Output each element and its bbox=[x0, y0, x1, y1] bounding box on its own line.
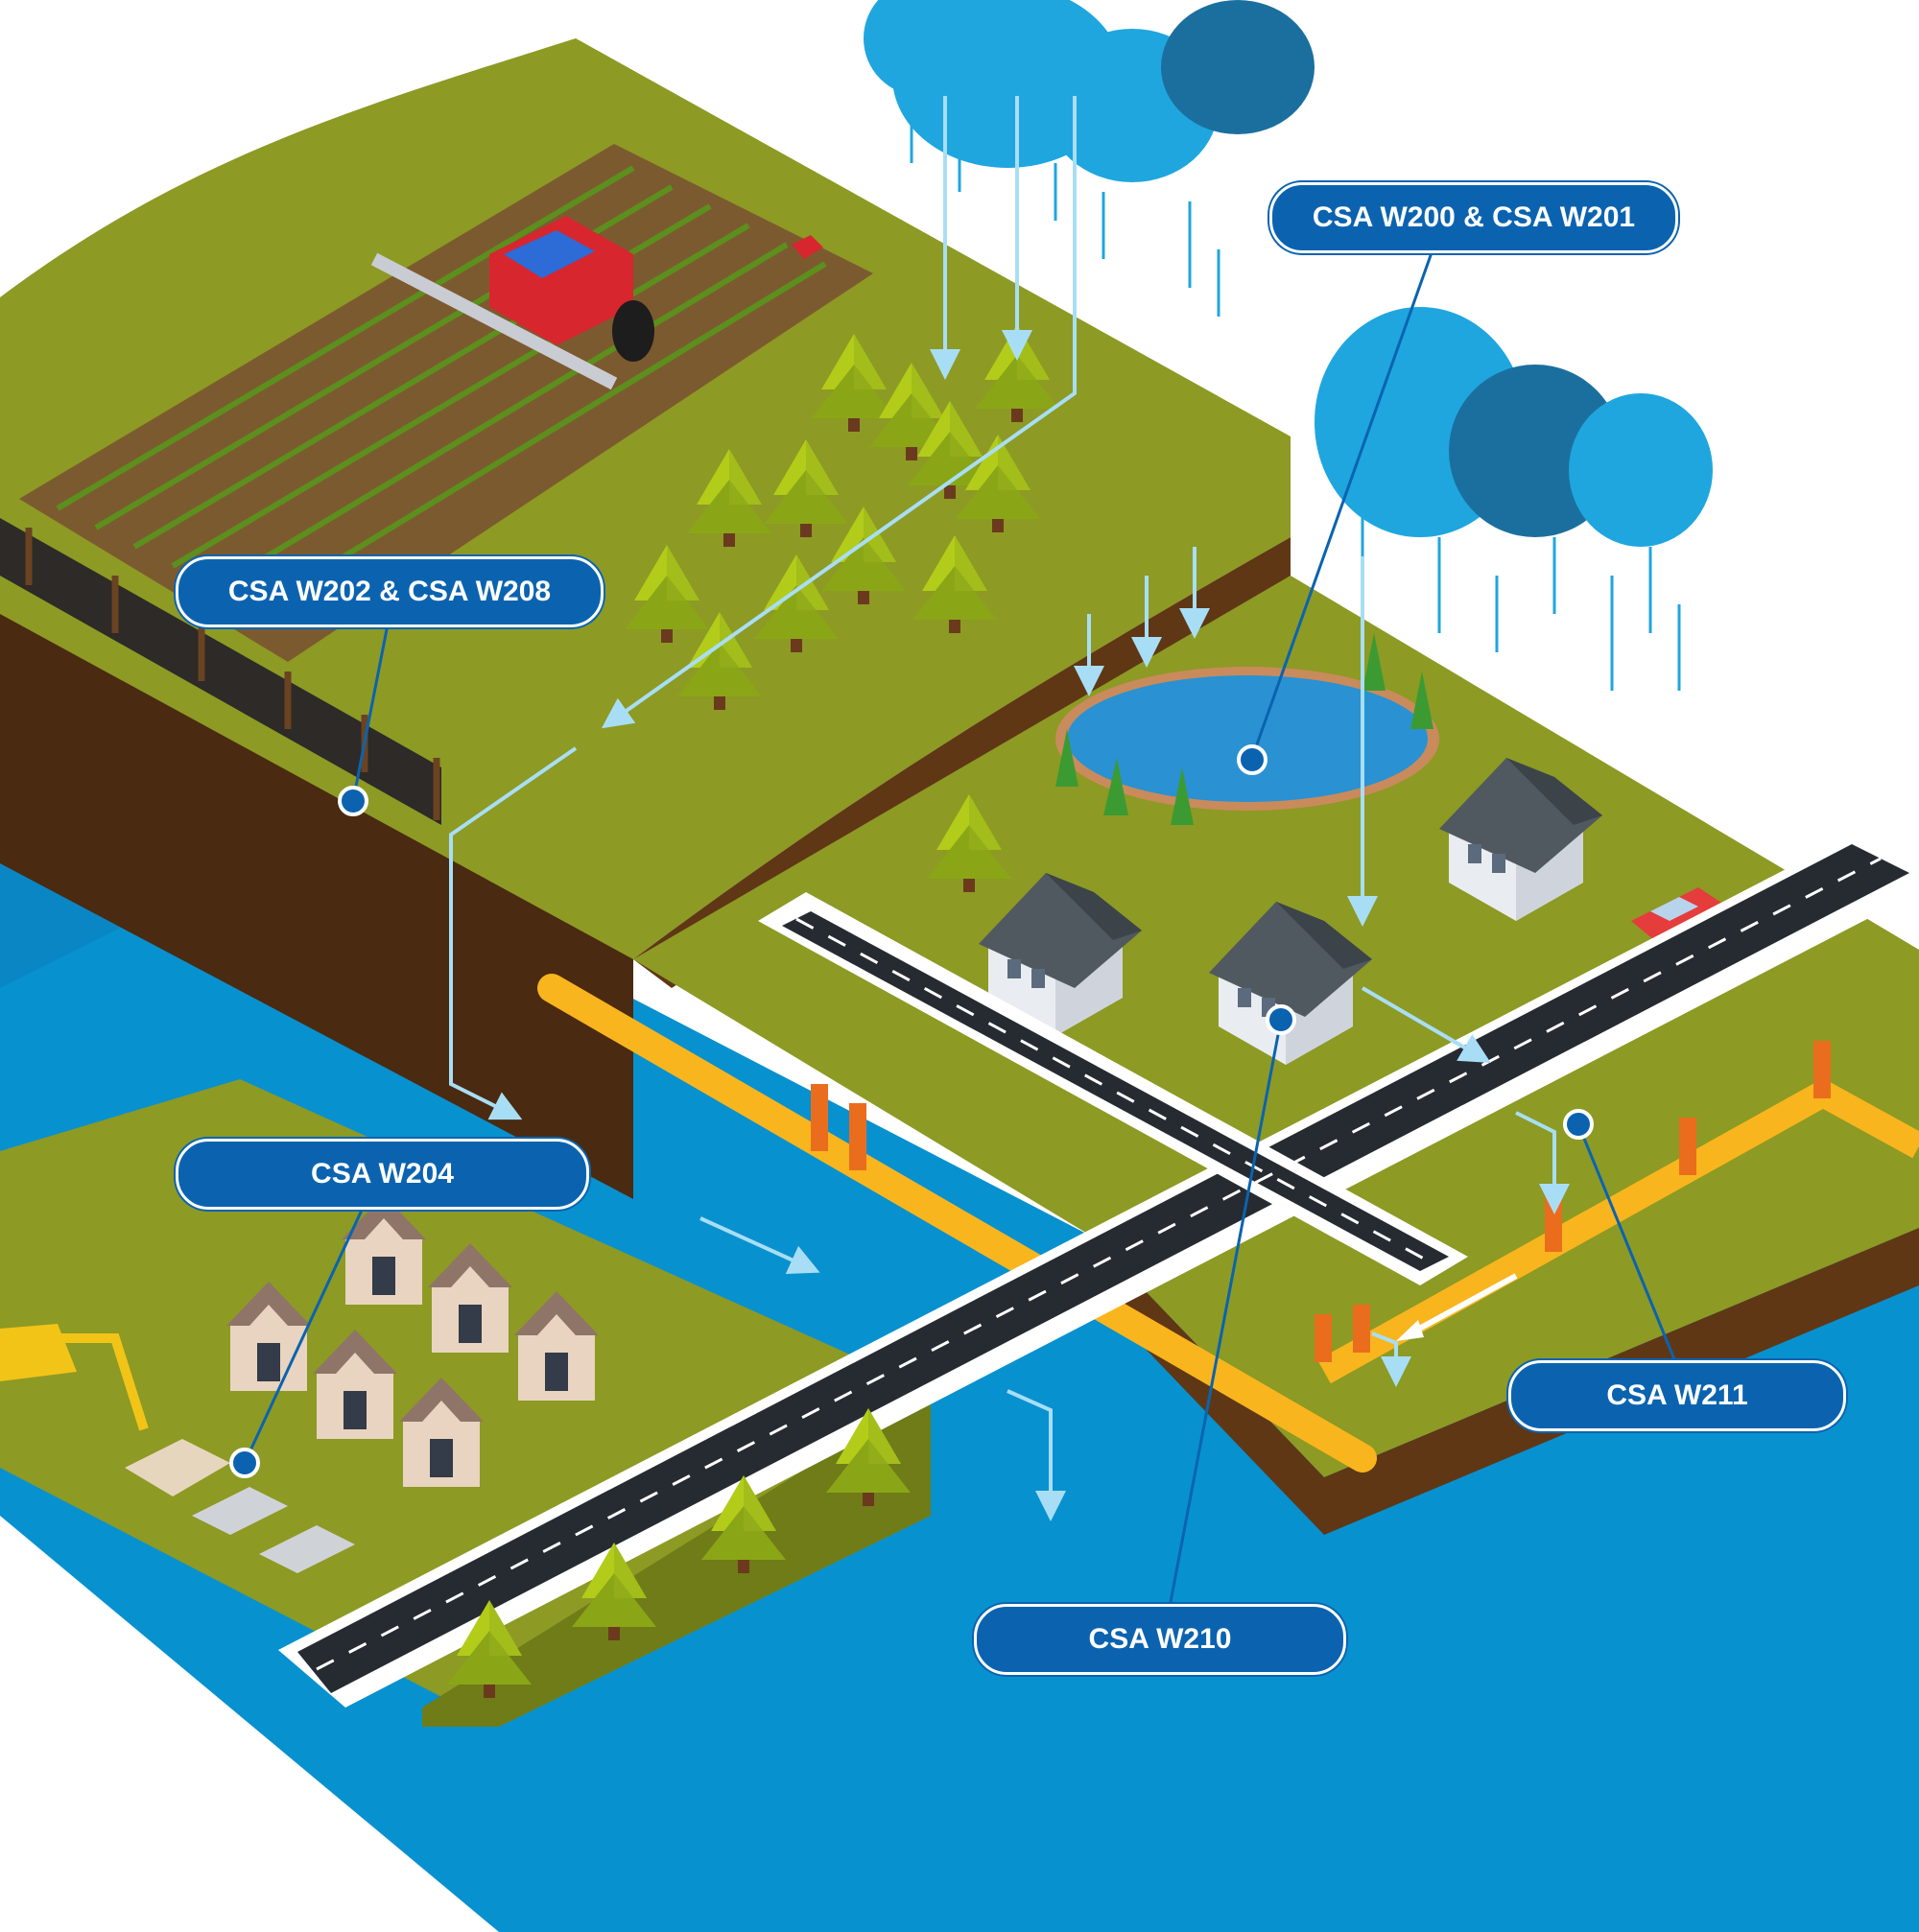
dot-pond bbox=[1237, 744, 1267, 775]
callout-w211[interactable]: CSA W211 bbox=[1508, 1360, 1846, 1431]
flow-arrows bbox=[449, 96, 1570, 1521]
dot-pipe bbox=[1563, 1109, 1594, 1140]
roads bbox=[278, 825, 1919, 1708]
car bbox=[1631, 887, 1727, 945]
pipe-flow-arrow bbox=[1396, 1273, 1518, 1341]
cloud-top bbox=[864, 0, 1315, 182]
development-plateau bbox=[0, 1079, 931, 1727]
callout-w202-w208[interactable]: CSA W202 & CSA W208 bbox=[176, 556, 604, 627]
construction-site bbox=[125, 1439, 355, 1573]
cloud-right bbox=[1315, 307, 1713, 547]
rain-clouds bbox=[864, 0, 1713, 691]
callout-w210[interactable]: CSA W210 bbox=[974, 1604, 1346, 1675]
excavator bbox=[0, 1324, 149, 1431]
dot-construction bbox=[229, 1448, 260, 1478]
callout-leaders bbox=[243, 244, 1676, 1603]
dot-house bbox=[1266, 1004, 1296, 1035]
retention-pond bbox=[1055, 633, 1439, 825]
callout-dots bbox=[229, 744, 1594, 1478]
dot-fence bbox=[338, 786, 368, 816]
storm-pipes bbox=[537, 974, 1919, 1473]
callout-w204[interactable]: CSA W204 bbox=[176, 1139, 589, 1210]
irrigation-tractor bbox=[370, 216, 823, 390]
callout-w200-w201[interactable]: CSA W200 & CSA W201 bbox=[1269, 182, 1678, 253]
